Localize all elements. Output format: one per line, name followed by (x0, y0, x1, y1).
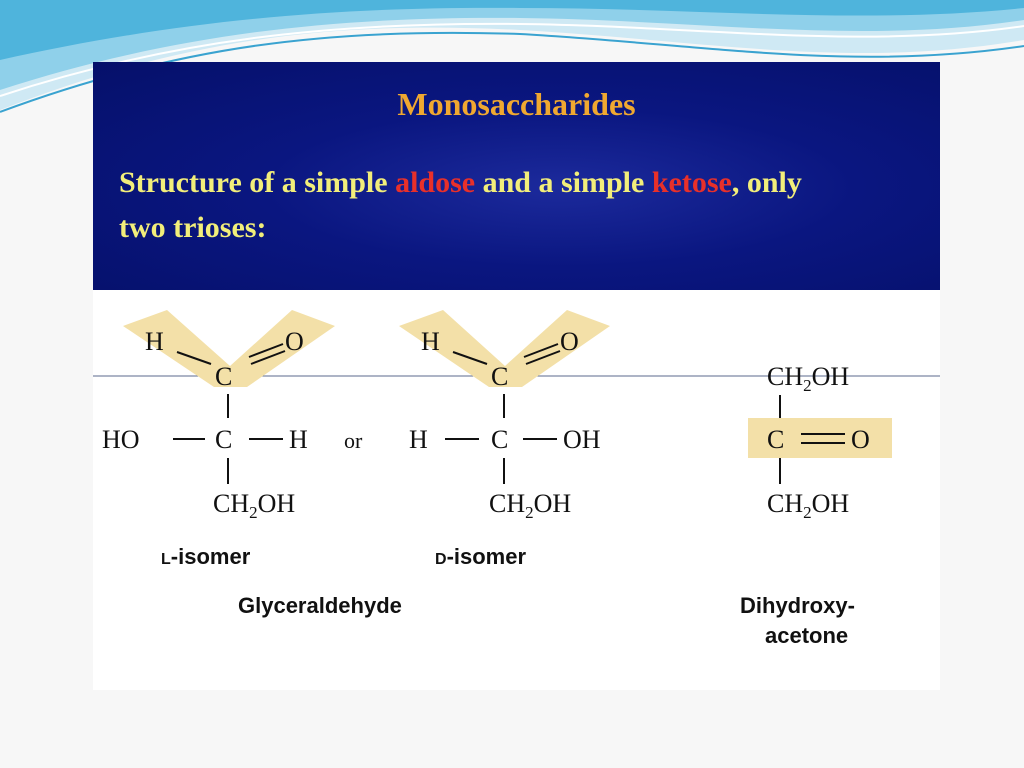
ketose-top-group: CH2OH (767, 362, 849, 395)
subtitle-ketose: ketose (651, 166, 732, 199)
slide-subtitle: Structure of a simple aldose and a simpl… (119, 160, 839, 250)
subtitle-text-2: and a simple (475, 166, 652, 199)
dihydroxyacetone-label-line1: Dihydroxy- (740, 593, 855, 618)
slide-header: Monosaccharides Structure of a simple al… (93, 62, 940, 290)
d-bond-c-o-2 (525, 350, 561, 365)
l-top-right-atom: O (285, 327, 304, 356)
subtitle-text-3: , only two trioses: (119, 166, 802, 244)
l-bond-c-o-2 (250, 350, 286, 365)
l-bond-c-o-1 (248, 343, 284, 358)
l-isomer-label: L-isomer (161, 544, 251, 569)
d-aldehyde-highlight (399, 310, 610, 387)
l-right-group: H (289, 425, 308, 454)
l-top-left-atom: H (145, 327, 164, 356)
l-left-group: HO (102, 425, 140, 454)
d-top-right-atom: O (560, 327, 579, 356)
d-center-carbon: C (491, 425, 508, 454)
glyceraldehyde-label: Glyceraldehyde (238, 593, 402, 618)
slide-panel: Monosaccharides Structure of a simple al… (93, 62, 940, 690)
triose-structures-diagram: H O C HO C H CH2OH L-isomer or H O C H C… (93, 310, 940, 648)
l-bottom-group: CH2OH (213, 489, 295, 522)
l-aldehyde-highlight (123, 310, 335, 387)
d-right-group: OH (563, 425, 601, 454)
subtitle-aldose: aldose (395, 166, 476, 199)
slide-title: Monosaccharides (397, 86, 636, 122)
dihydroxyacetone-label-line2: acetone (765, 623, 848, 648)
ketose-center-carbon: C (767, 425, 784, 454)
ketone-highlight (748, 418, 892, 458)
or-connector: or (344, 428, 363, 453)
subtitle-text-1: Structure of a simple (119, 166, 396, 199)
ketose-center-oxygen: O (851, 425, 870, 454)
d-bond-c-o-1 (523, 343, 559, 358)
ketose-bottom-group: CH2OH (767, 489, 849, 522)
d-carbonyl-carbon: C (491, 362, 508, 391)
d-isomer-label: D-isomer (435, 544, 526, 569)
d-bond-h-c (452, 351, 488, 365)
d-bottom-group: CH2OH (489, 489, 571, 522)
l-carbonyl-carbon: C (215, 362, 232, 391)
l-center-carbon: C (215, 425, 232, 454)
d-top-left-atom: H (421, 327, 440, 356)
d-left-group: H (409, 425, 428, 454)
l-bond-h-c (176, 351, 212, 365)
